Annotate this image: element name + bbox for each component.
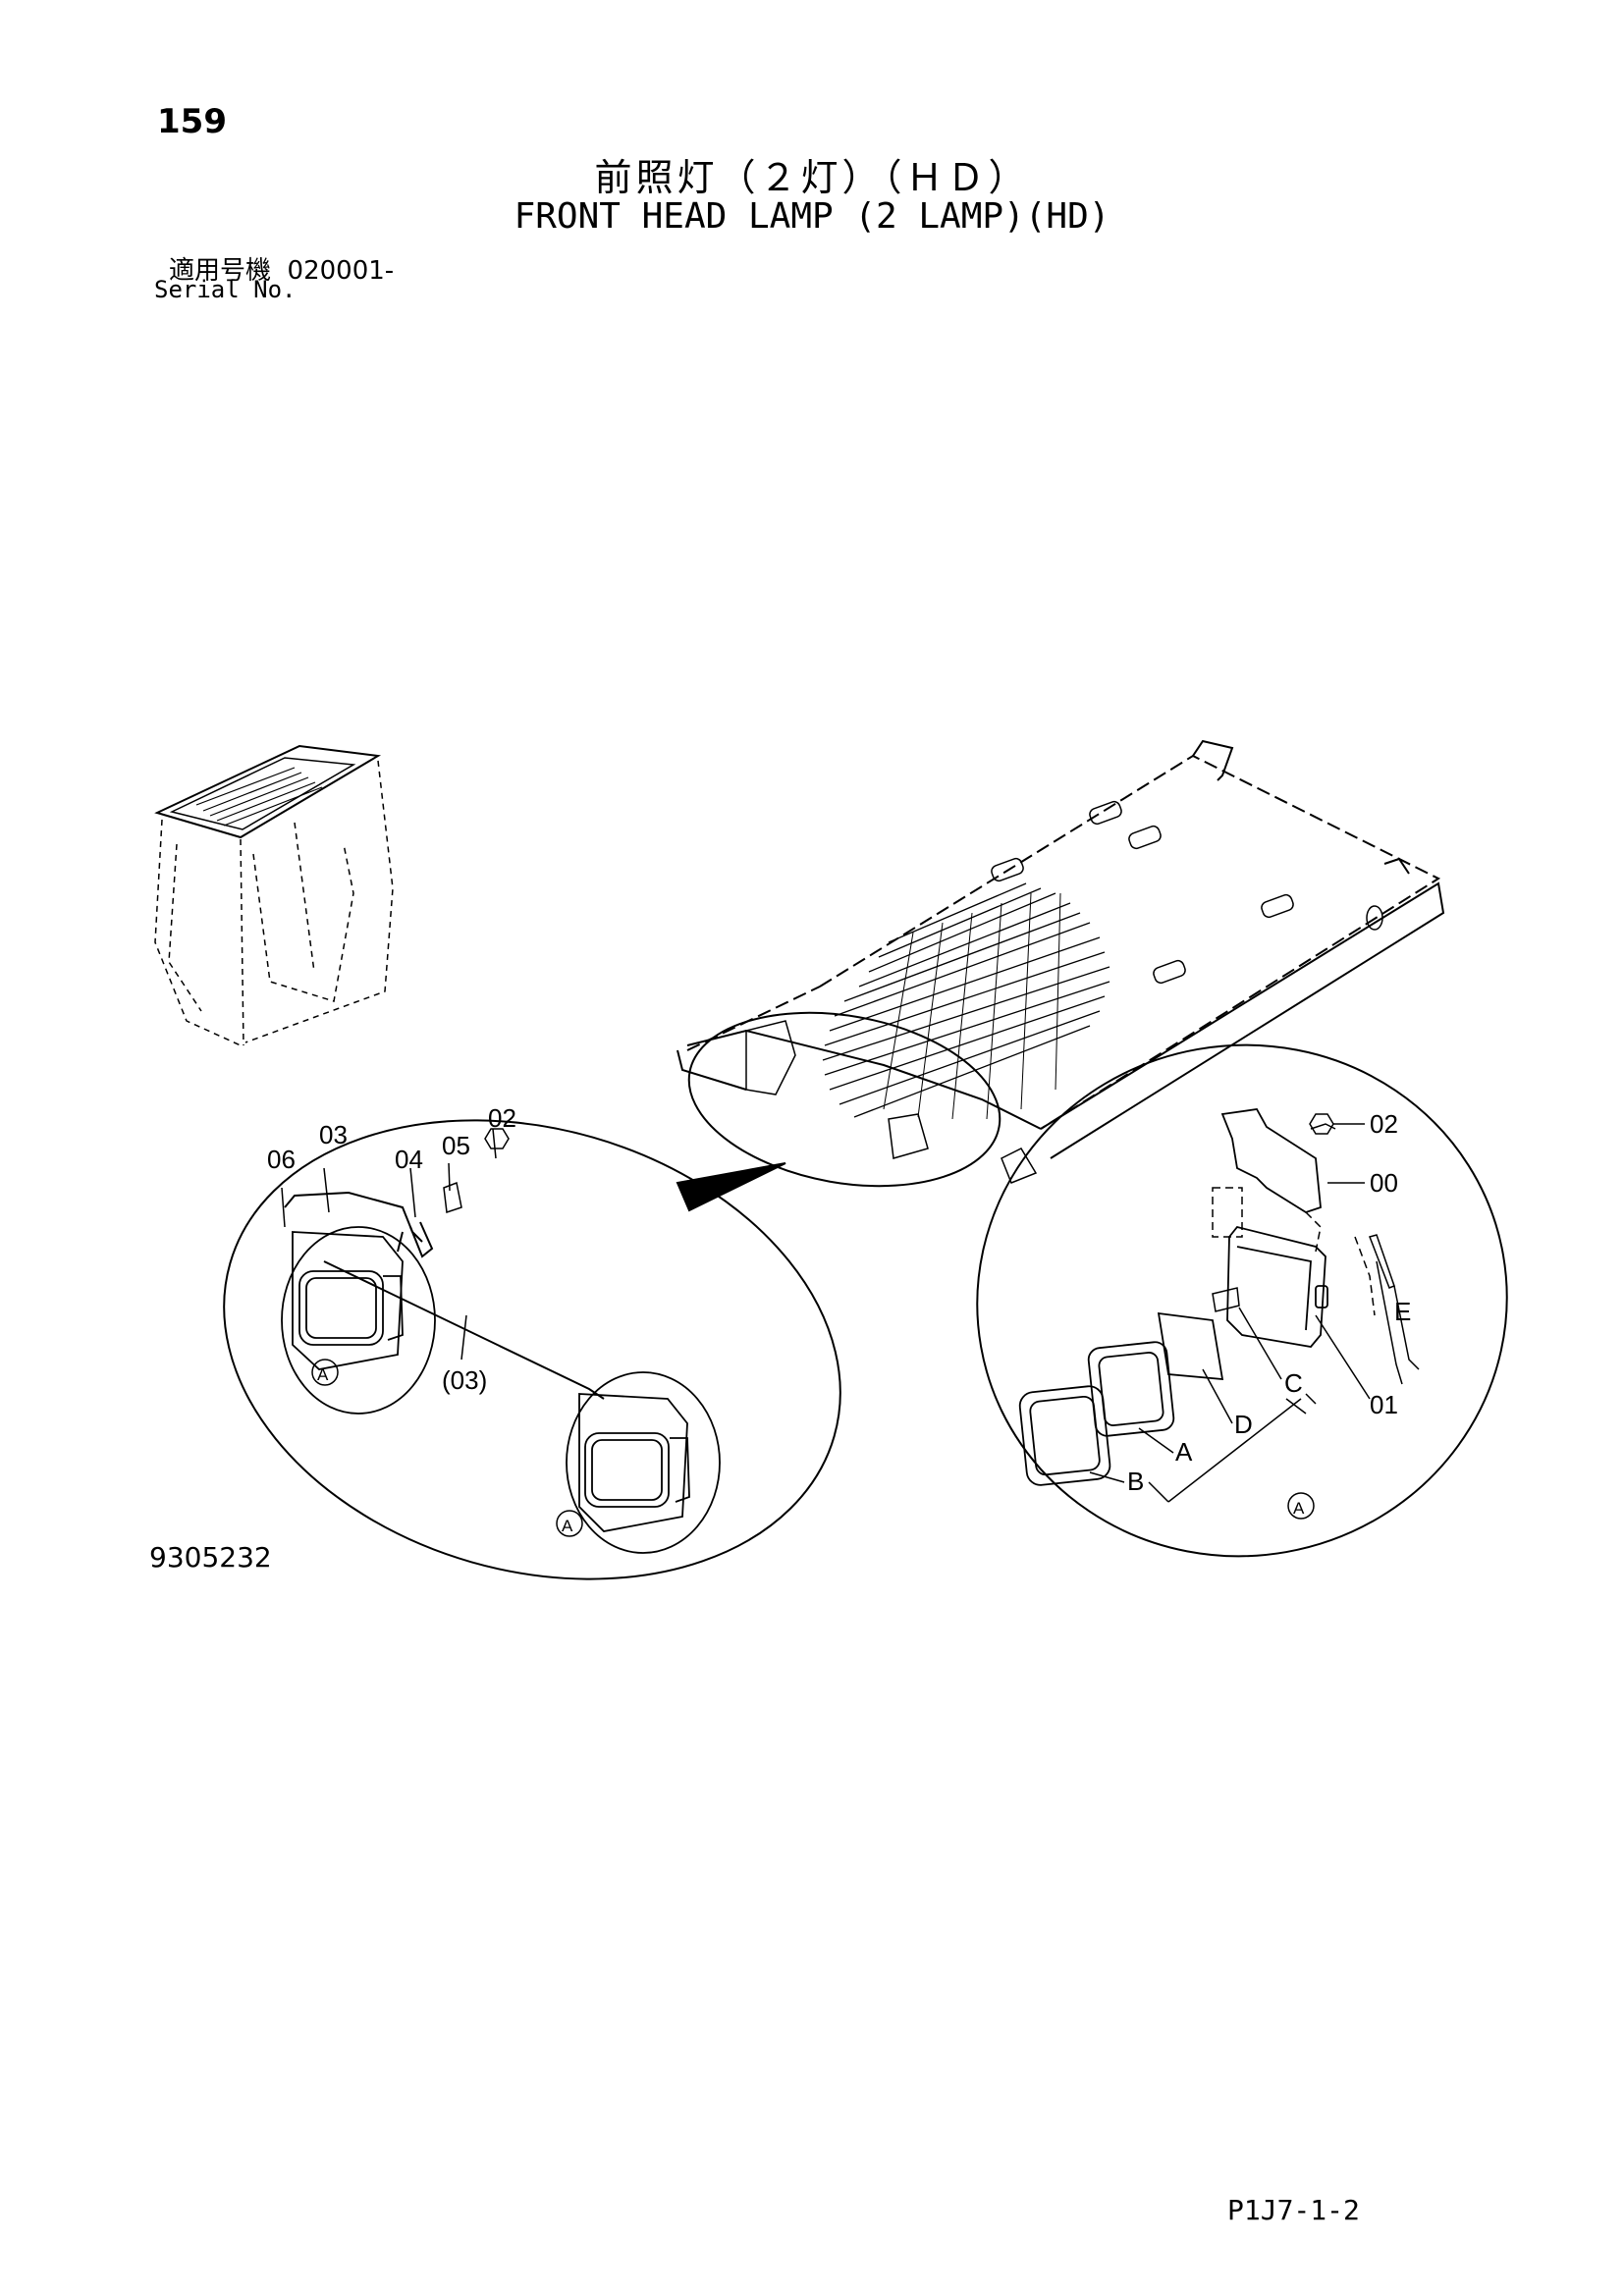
- callout-06: 06: [267, 1145, 296, 1174]
- left-detail-circle-upper: [281, 1226, 436, 1415]
- lens: [1157, 1311, 1224, 1381]
- cab-thumbnail: [154, 744, 394, 1046]
- detail-a-marker-upper: [311, 1359, 339, 1386]
- callout-e: E: [1394, 1297, 1411, 1326]
- callout-04: 04: [395, 1145, 423, 1174]
- callout-03: 03: [319, 1120, 348, 1149]
- lamp-bezel: [1087, 1341, 1175, 1437]
- left-detail-circle-lower: [566, 1371, 721, 1554]
- serial-label-english: Serial No.: [154, 276, 297, 303]
- callout-a-right: A: [1175, 1437, 1193, 1467]
- right-detail-view: [976, 1043, 1508, 1558]
- callout-01: 01: [1370, 1390, 1398, 1419]
- title-japanese: 前照灯（２灯）（ＨＤ）: [594, 156, 1030, 199]
- right-callouts: 02 00 E C 01 D A B A: [1127, 1109, 1411, 1518]
- drawing-code: 9305232: [149, 1541, 272, 1574]
- lamp-lower: [578, 1393, 690, 1532]
- callout-d: D: [1234, 1410, 1253, 1439]
- left-detail-view: [223, 1119, 841, 1580]
- callout-03-paren: (03): [442, 1365, 487, 1395]
- serial-line-japanese: 適用号機 020001-: [169, 250, 394, 287]
- callout-05: 05: [442, 1131, 470, 1160]
- lamp-upper: [292, 1231, 404, 1370]
- lamp-housing: [1226, 1225, 1328, 1348]
- callout-a-lower: A: [562, 1517, 573, 1535]
- callout-02-right: 02: [1370, 1109, 1398, 1139]
- lamp-gasket: [1018, 1385, 1111, 1486]
- title-english: FRONT HEAD LAMP (2 LAMP)(HD): [514, 196, 1110, 237]
- detail-a-marker-right: [1287, 1492, 1315, 1520]
- callout-c: C: [1284, 1368, 1303, 1398]
- page-number: 159: [157, 102, 227, 141]
- callout-00: 00: [1370, 1168, 1398, 1198]
- left-callouts: 06 03 04 05 02 (03) A A: [267, 1103, 573, 1535]
- detail-a-marker-lower: [556, 1510, 583, 1537]
- serial-label-japanese: 適用号機: [169, 256, 272, 286]
- roof-guard-panel: [677, 739, 1445, 1188]
- callout-b: B: [1127, 1467, 1144, 1496]
- callout-a-upper: A: [317, 1365, 329, 1384]
- serial-value: 020001-: [287, 256, 395, 286]
- page-code: P1J7-1-2: [1227, 2194, 1360, 2226]
- callout-pointer: [676, 1162, 786, 1212]
- callout-02-left: 02: [488, 1103, 516, 1133]
- callout-a-marker-right: A: [1293, 1499, 1305, 1518]
- bulb: [1212, 1287, 1240, 1312]
